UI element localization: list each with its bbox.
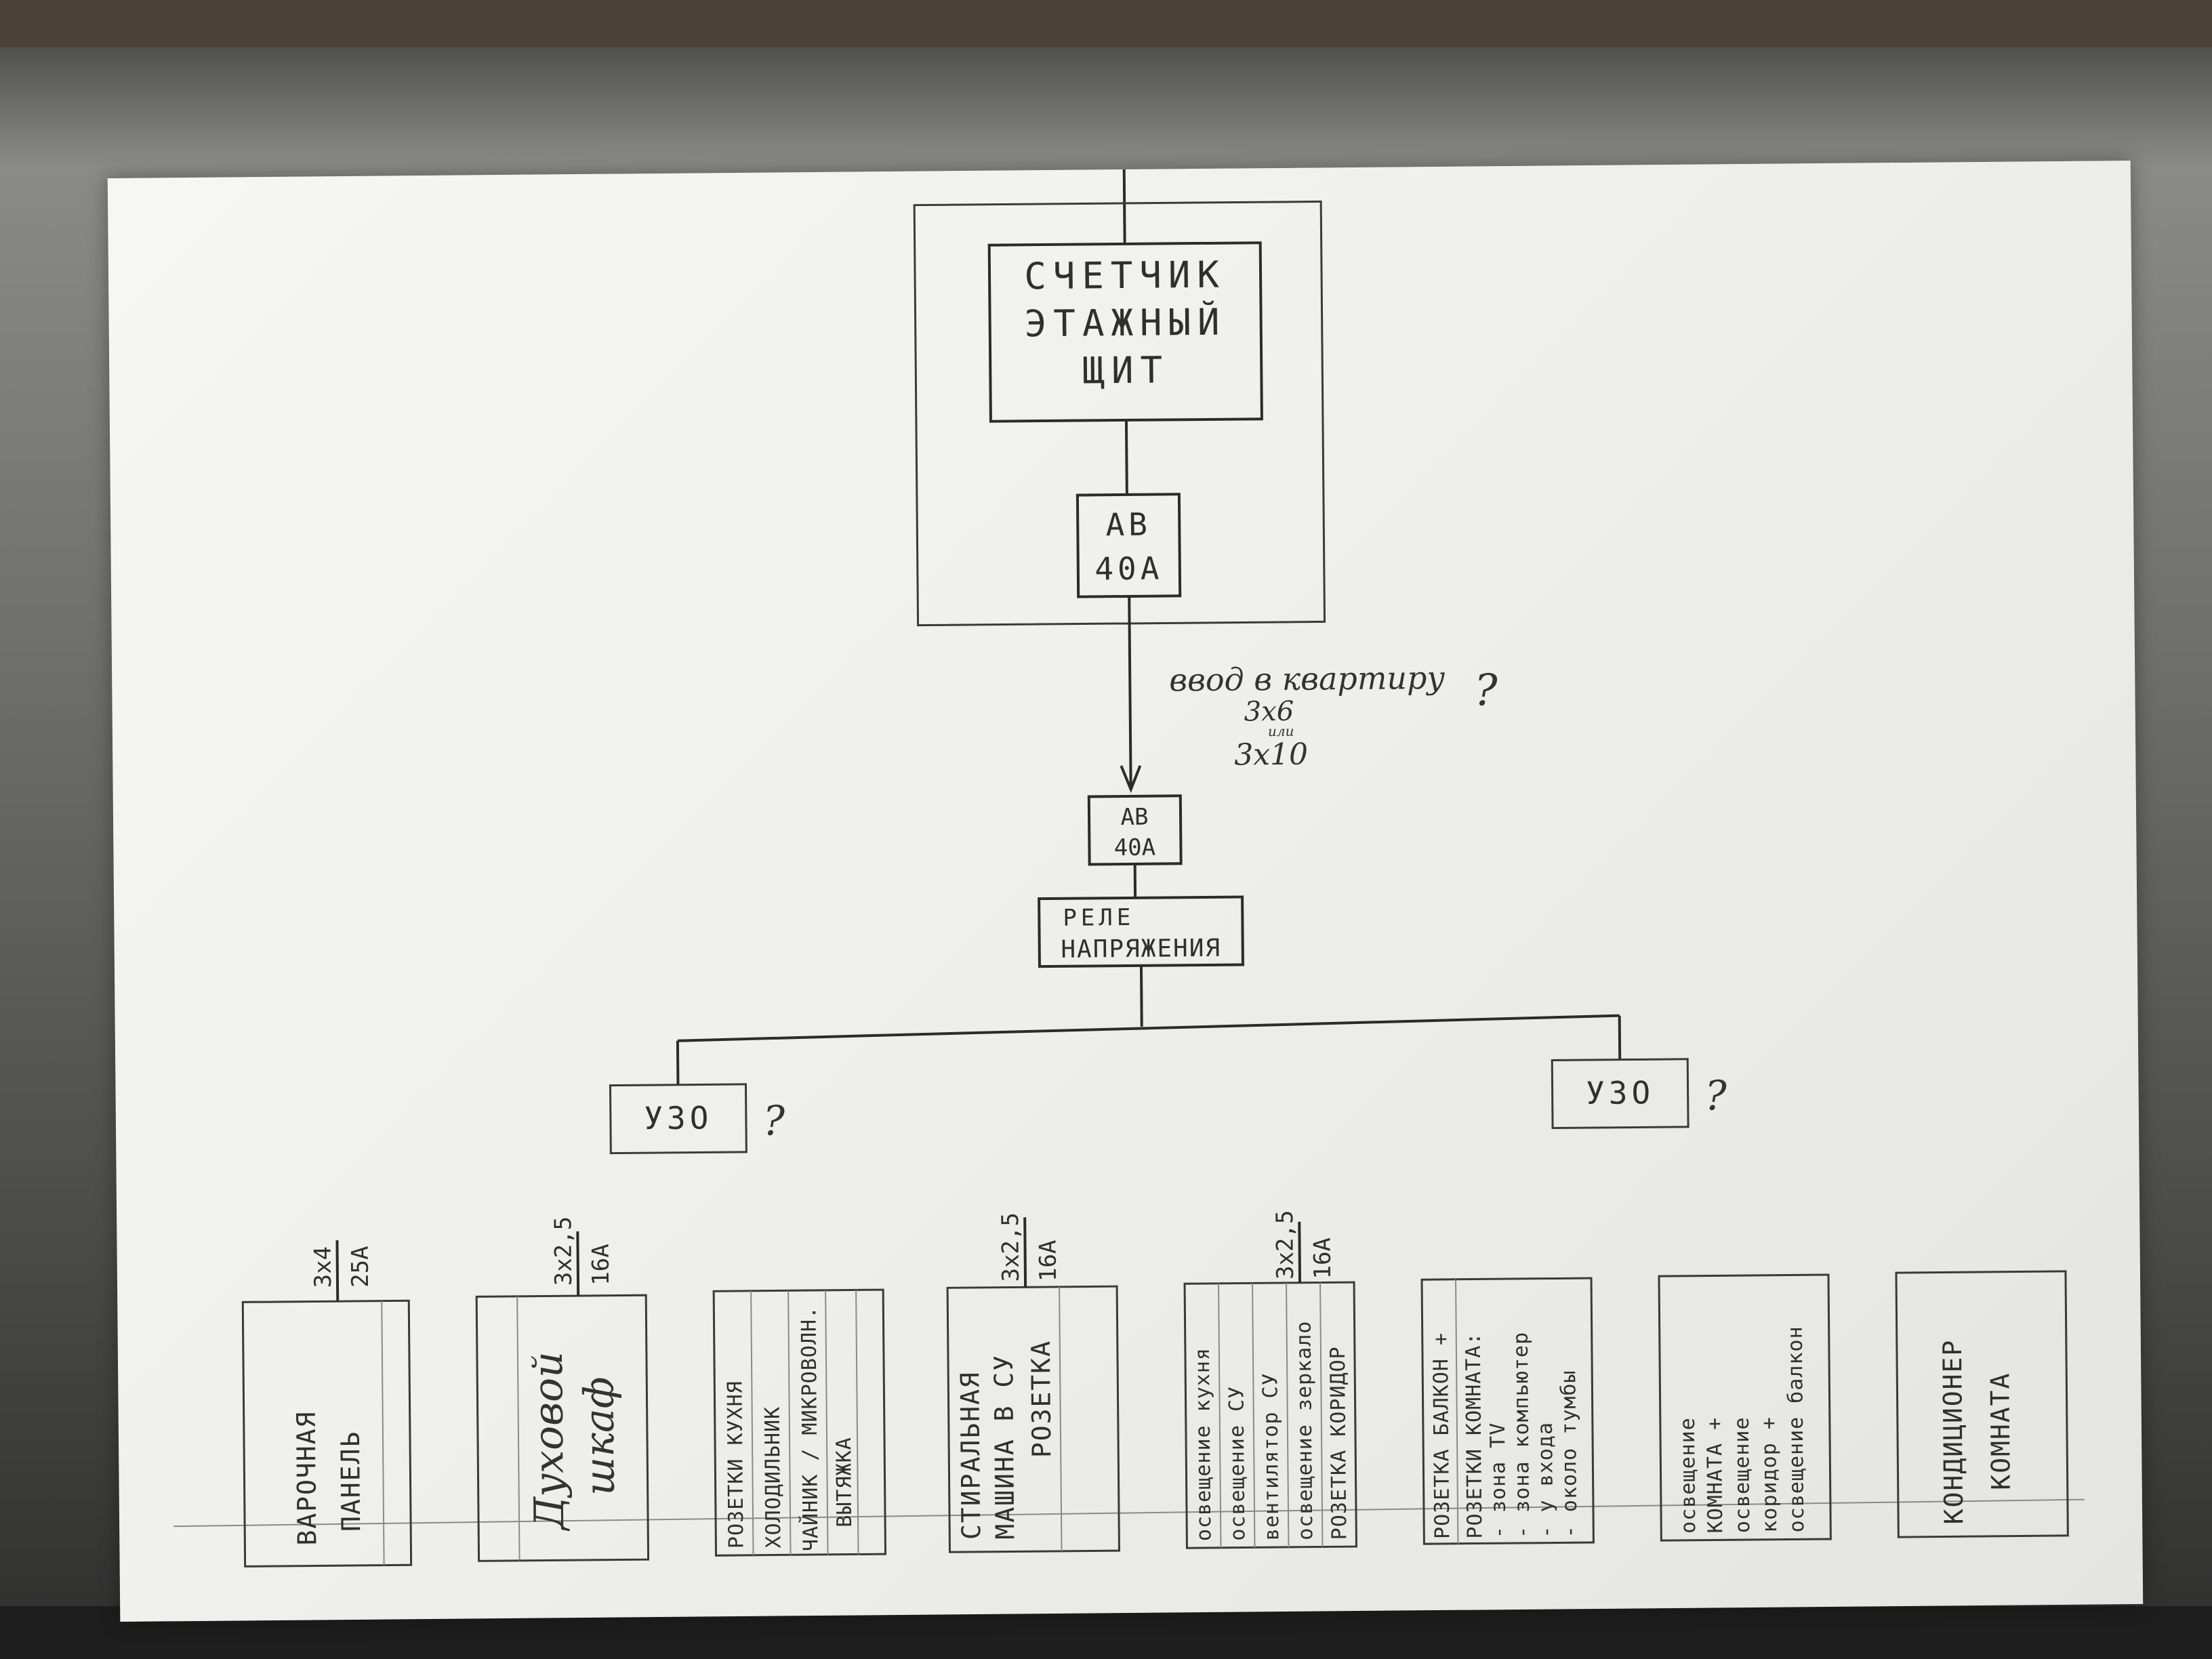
circuit-room-sockets: РОЗЕТКА БАЛКОН + РОЗЕТКИ КОМНАТА: - зона… — [1420, 1277, 1595, 1545]
circuit-oven-line-2: шкаф — [575, 1376, 624, 1496]
rcd-left-question-mark: ? — [763, 1097, 786, 1145]
circuit-hob: 3х4 25А ВАРОЧНАЯ ПАНЕЛЬ — [241, 1240, 413, 1568]
main-breaker-line-2: 40А — [1094, 550, 1164, 587]
circuit-room-lighting: освещение КОМНАТА + освещение коридор + … — [1658, 1273, 1832, 1542]
feed-label-line-4: 3х10 — [1234, 737, 1308, 773]
circuit-kitchen-line-1: РОЗЕТКИ КУХНЯ — [723, 1380, 748, 1549]
circuit-lighting-line-3: вентилятор СУ — [1258, 1372, 1284, 1540]
rcd-left-box — [609, 1083, 747, 1155]
circuit-oven-cable: 3х2,5 — [550, 1216, 577, 1286]
meter-to-breaker-line — [1124, 419, 1128, 495]
circuit-oven-line-1: Духовой — [525, 1351, 573, 1532]
relay-line-1: РЕЛЕ — [1063, 904, 1134, 932]
apartment-breaker-line-2: 40А — [1114, 834, 1156, 862]
circuit-ac-line-2: КОМНАТА — [1985, 1372, 2016, 1490]
feed-label-line-2: 3х6 — [1244, 696, 1294, 728]
floor-panel-frame — [913, 200, 1326, 627]
circuit-hob-line-2: ПАНЕЛЬ — [335, 1431, 366, 1532]
circuit-washer-cable: 3х2,5 — [997, 1212, 1025, 1282]
circuit-room-lighting-line-5: освещение балкон — [1784, 1326, 1809, 1532]
rcd-right-question-mark: ? — [1704, 1072, 1727, 1120]
relay-line-2: НАПРЯЖЕНИЯ — [1061, 935, 1221, 964]
circuit-washer-breaker: 16А — [1034, 1240, 1062, 1282]
meter-box — [987, 241, 1263, 423]
circuit-lighting-line-4: освещение зеркало — [1292, 1321, 1318, 1540]
circuit-lighting-line-1: освещение кухня — [1191, 1347, 1216, 1541]
meter-line-2: ЭТАЖНЫЙ — [1025, 301, 1227, 346]
circuit-lighting-line-2: освещение СУ — [1225, 1386, 1250, 1541]
circuit-washer-line-1: СТИРАЛЬНАЯ — [955, 1371, 986, 1540]
rcd-left-label: УЗО — [644, 1099, 713, 1136]
circuit-ac-line-1: КОНДИЦИОНЕР — [1938, 1339, 1969, 1525]
circuit-kitchen-line-4: ВЫТЯЖКА — [832, 1437, 857, 1528]
circuit-air-conditioner: КОНДИЦИОНЕР КОМНАТА — [1895, 1270, 2069, 1538]
circuit-washing-machine: 3х2,5 16А СТИРАЛЬНАЯ МАШИНА В СУ РОЗЕТКА — [946, 1212, 1121, 1553]
circuit-hob-cable: 3х4 — [310, 1246, 337, 1288]
circuit-hob-breaker: 25А — [347, 1246, 375, 1288]
distribution-bus — [677, 1014, 1620, 1042]
relay-to-bus-line — [1139, 965, 1143, 1027]
circuit-room-line-2: РОЗЕТКИ КОМНАТА: — [1462, 1332, 1488, 1538]
feed-label-line-3: или — [1268, 723, 1294, 739]
circuit-oven-breaker: 16А — [588, 1244, 615, 1286]
circuit-room-lighting-line-3: освещение — [1730, 1416, 1755, 1533]
circuit-lighting-breaker: 16А — [1309, 1237, 1336, 1279]
circuit-room-line-1: РОЗЕТКА БАЛКОН + — [1429, 1332, 1455, 1539]
circuit-room-line-5: - у входа — [1534, 1422, 1558, 1538]
feed-arrow — [1120, 765, 1142, 794]
circuit-washer-line-3: РОЗЕТКА — [1026, 1340, 1057, 1458]
main-breaker-line-1: АВ — [1105, 506, 1151, 544]
background-strip-top — [0, 0, 2212, 47]
feed-question-mark: ? — [1474, 665, 1498, 716]
circuit-kitchen-sockets: РОЗЕТКИ КУХНЯ ХОЛОДИЛЬНИК ЧАЙНИК / МИКРО… — [712, 1288, 887, 1557]
circuit-kitchen-line-3: ЧАЙНИК / МИКРОВОЛН. — [796, 1306, 823, 1551]
circuit-oven: 3х2,5 16А Духовой шкаф — [475, 1216, 650, 1562]
circuit-room-line-6: - около тумбы — [1557, 1370, 1582, 1538]
circuit-lighting-kitchen-bath: 3х2,5 16А освещение кухня освещение СУ в… — [1183, 1210, 1357, 1549]
circuit-room-lighting-line-1: освещение — [1676, 1417, 1700, 1534]
wiring-diagram: СЧЕТЧИК ЭТАЖНЫЙ ЩИТ АВ 40А ввод в кварти… — [173, 169, 2085, 1568]
circuit-lighting-cable: 3х2,5 — [1271, 1210, 1299, 1279]
meter-line-1: СЧЕТЧИК — [1024, 253, 1226, 298]
circuit-kitchen-line-2: ХОЛОДИЛЬНИК — [761, 1406, 786, 1549]
circuit-room-line-3: - зона TV — [1486, 1422, 1511, 1539]
rcd-right-label: УЗО — [1586, 1074, 1655, 1111]
apartment-feed-line — [1128, 596, 1132, 790]
circuit-hob-line-1: ВАРОЧНАЯ — [291, 1410, 323, 1545]
circuit-room-lighting-line-4: коридор + — [1757, 1416, 1782, 1533]
rcd-right-box — [1551, 1058, 1689, 1130]
feed-label-line-1: ввод в квартиру — [1169, 659, 1446, 699]
paper-sheet: СЧЕТЧИК ЭТАЖНЫЙ ЩИТ АВ 40А ввод в кварти… — [107, 161, 2144, 1622]
circuit-room-line-4: - зона компьютер — [1509, 1332, 1535, 1538]
ruled-baseline — [173, 1498, 2085, 1528]
incoming-line — [1122, 169, 1126, 244]
meter-line-3: ЩИТ — [1082, 348, 1169, 392]
circuit-room-lighting-line-2: КОМНАТА + — [1703, 1417, 1727, 1534]
circuit-washer-line-2: МАШИНА В СУ — [989, 1354, 1020, 1540]
circuit-lighting-line-5: РОЗЕТКА КОРИДОР — [1326, 1346, 1351, 1540]
apartment-breaker-line-1: АВ — [1120, 804, 1148, 831]
